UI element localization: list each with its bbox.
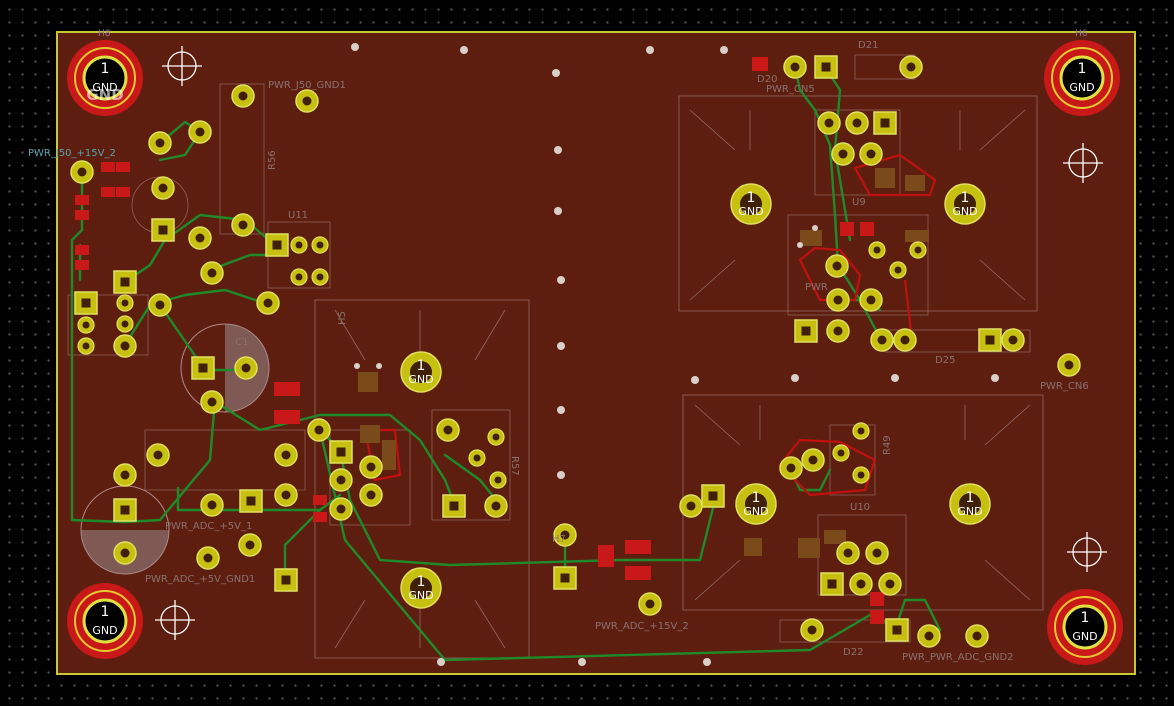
- svg-text:D20: D20: [757, 74, 777, 85]
- svg-text:1: 1: [752, 490, 761, 506]
- svg-text:GND: GND: [408, 589, 433, 602]
- svg-text:PWR_CN6: PWR_CN6: [1040, 381, 1089, 392]
- svg-text:GND: GND: [1072, 630, 1097, 643]
- heatsink-gnd-pad-1[interactable]: 1 GND: [400, 351, 442, 393]
- svg-text:PWR_ADC_+5V_1: PWR_ADC_+5V_1: [165, 521, 252, 532]
- svg-text:PWR: PWR: [805, 282, 828, 293]
- svg-text:PWR_J50_+15V_2: PWR_J50_+15V_2: [28, 148, 116, 159]
- heatsink-gnd-pad-6[interactable]: 1 GND: [949, 483, 991, 525]
- svg-text:H8: H8: [98, 29, 111, 39]
- svg-text:D25: D25: [935, 355, 955, 366]
- heatsink-gnd-pad-5[interactable]: 1 GND: [735, 483, 777, 525]
- mounting-hole-top-right[interactable]: 1 GND: [1042, 38, 1122, 118]
- heatsink-gnd-pad-4[interactable]: 1 GND: [944, 183, 986, 225]
- svg-text:GND: GND: [92, 624, 117, 637]
- svg-text:GND: GND: [408, 373, 433, 386]
- heatsink-gnd-pad-2[interactable]: 1 GND: [400, 567, 442, 609]
- svg-text:D21: D21: [858, 40, 878, 51]
- svg-text:GND: GND: [957, 505, 982, 518]
- svg-text:GND: GND: [86, 86, 123, 104]
- svg-text:PWR_ADC_+15V_2: PWR_ADC_+15V_2: [595, 621, 689, 632]
- svg-text:1: 1: [961, 190, 970, 206]
- svg-text:1: 1: [966, 490, 975, 506]
- mounting-hole-top-left[interactable]: GND 1 GND: [65, 38, 145, 118]
- svg-text:GND: GND: [743, 505, 768, 518]
- svg-text:GND: GND: [952, 205, 977, 218]
- heatsink-gnd-pad-3[interactable]: 1 GND: [730, 183, 772, 225]
- svg-text:1: 1: [417, 358, 426, 374]
- svg-text:PWR_ADC_+5V_GND1: PWR_ADC_+5V_GND1: [145, 574, 255, 585]
- silkscreen-labels: H8 H6 PWR_J50_GND1 PWR_J50_+15V_2 R56 U1…: [28, 29, 1089, 663]
- svg-text:1: 1: [1078, 61, 1087, 77]
- component-outlines: [67, 54, 1031, 643]
- svg-text:R49: R49: [882, 435, 893, 455]
- svg-text:1: 1: [1081, 610, 1090, 626]
- svg-text:1: 1: [101, 61, 110, 77]
- svg-text:1: 1: [417, 574, 426, 590]
- svg-text:H7: H7: [552, 534, 566, 545]
- svg-text:PWR_CN5: PWR_CN5: [766, 84, 815, 95]
- svg-text:GND: GND: [738, 205, 763, 218]
- svg-text:R57: R57: [509, 456, 520, 476]
- svg-text:U10: U10: [850, 502, 870, 513]
- svg-text:PWR_J50_GND1: PWR_J50_GND1: [268, 80, 346, 91]
- svg-text:GND: GND: [1069, 81, 1094, 94]
- heatsink-outline-left: [314, 299, 530, 659]
- svg-text:PWR_PWR_ADC_GND2: PWR_PWR_ADC_GND2: [902, 652, 1014, 663]
- svg-text:H5: H5: [337, 311, 348, 325]
- through-hole-pads[interactable]: [70, 55, 1081, 648]
- red-outline-regions: [363, 153, 937, 497]
- svg-text:1: 1: [101, 604, 110, 620]
- svg-text:C1: C1: [235, 337, 248, 348]
- svg-text:R56: R56: [267, 150, 278, 170]
- smd-pads[interactable]: [75, 57, 929, 624]
- svg-text:D22: D22: [843, 647, 863, 658]
- svg-text:U11: U11: [288, 210, 308, 221]
- mounting-hole-bottom-left[interactable]: 1 GND: [65, 581, 145, 661]
- heatsink-outline-top-right: [678, 95, 1038, 312]
- svg-text:1: 1: [747, 190, 756, 206]
- svg-text:U9: U9: [852, 197, 866, 208]
- svg-text:GND: GND: [92, 81, 117, 94]
- svg-text:H6: H6: [1075, 29, 1088, 39]
- mounting-hole-bottom-right[interactable]: 1 GND: [1045, 587, 1125, 667]
- vias: [351, 43, 999, 666]
